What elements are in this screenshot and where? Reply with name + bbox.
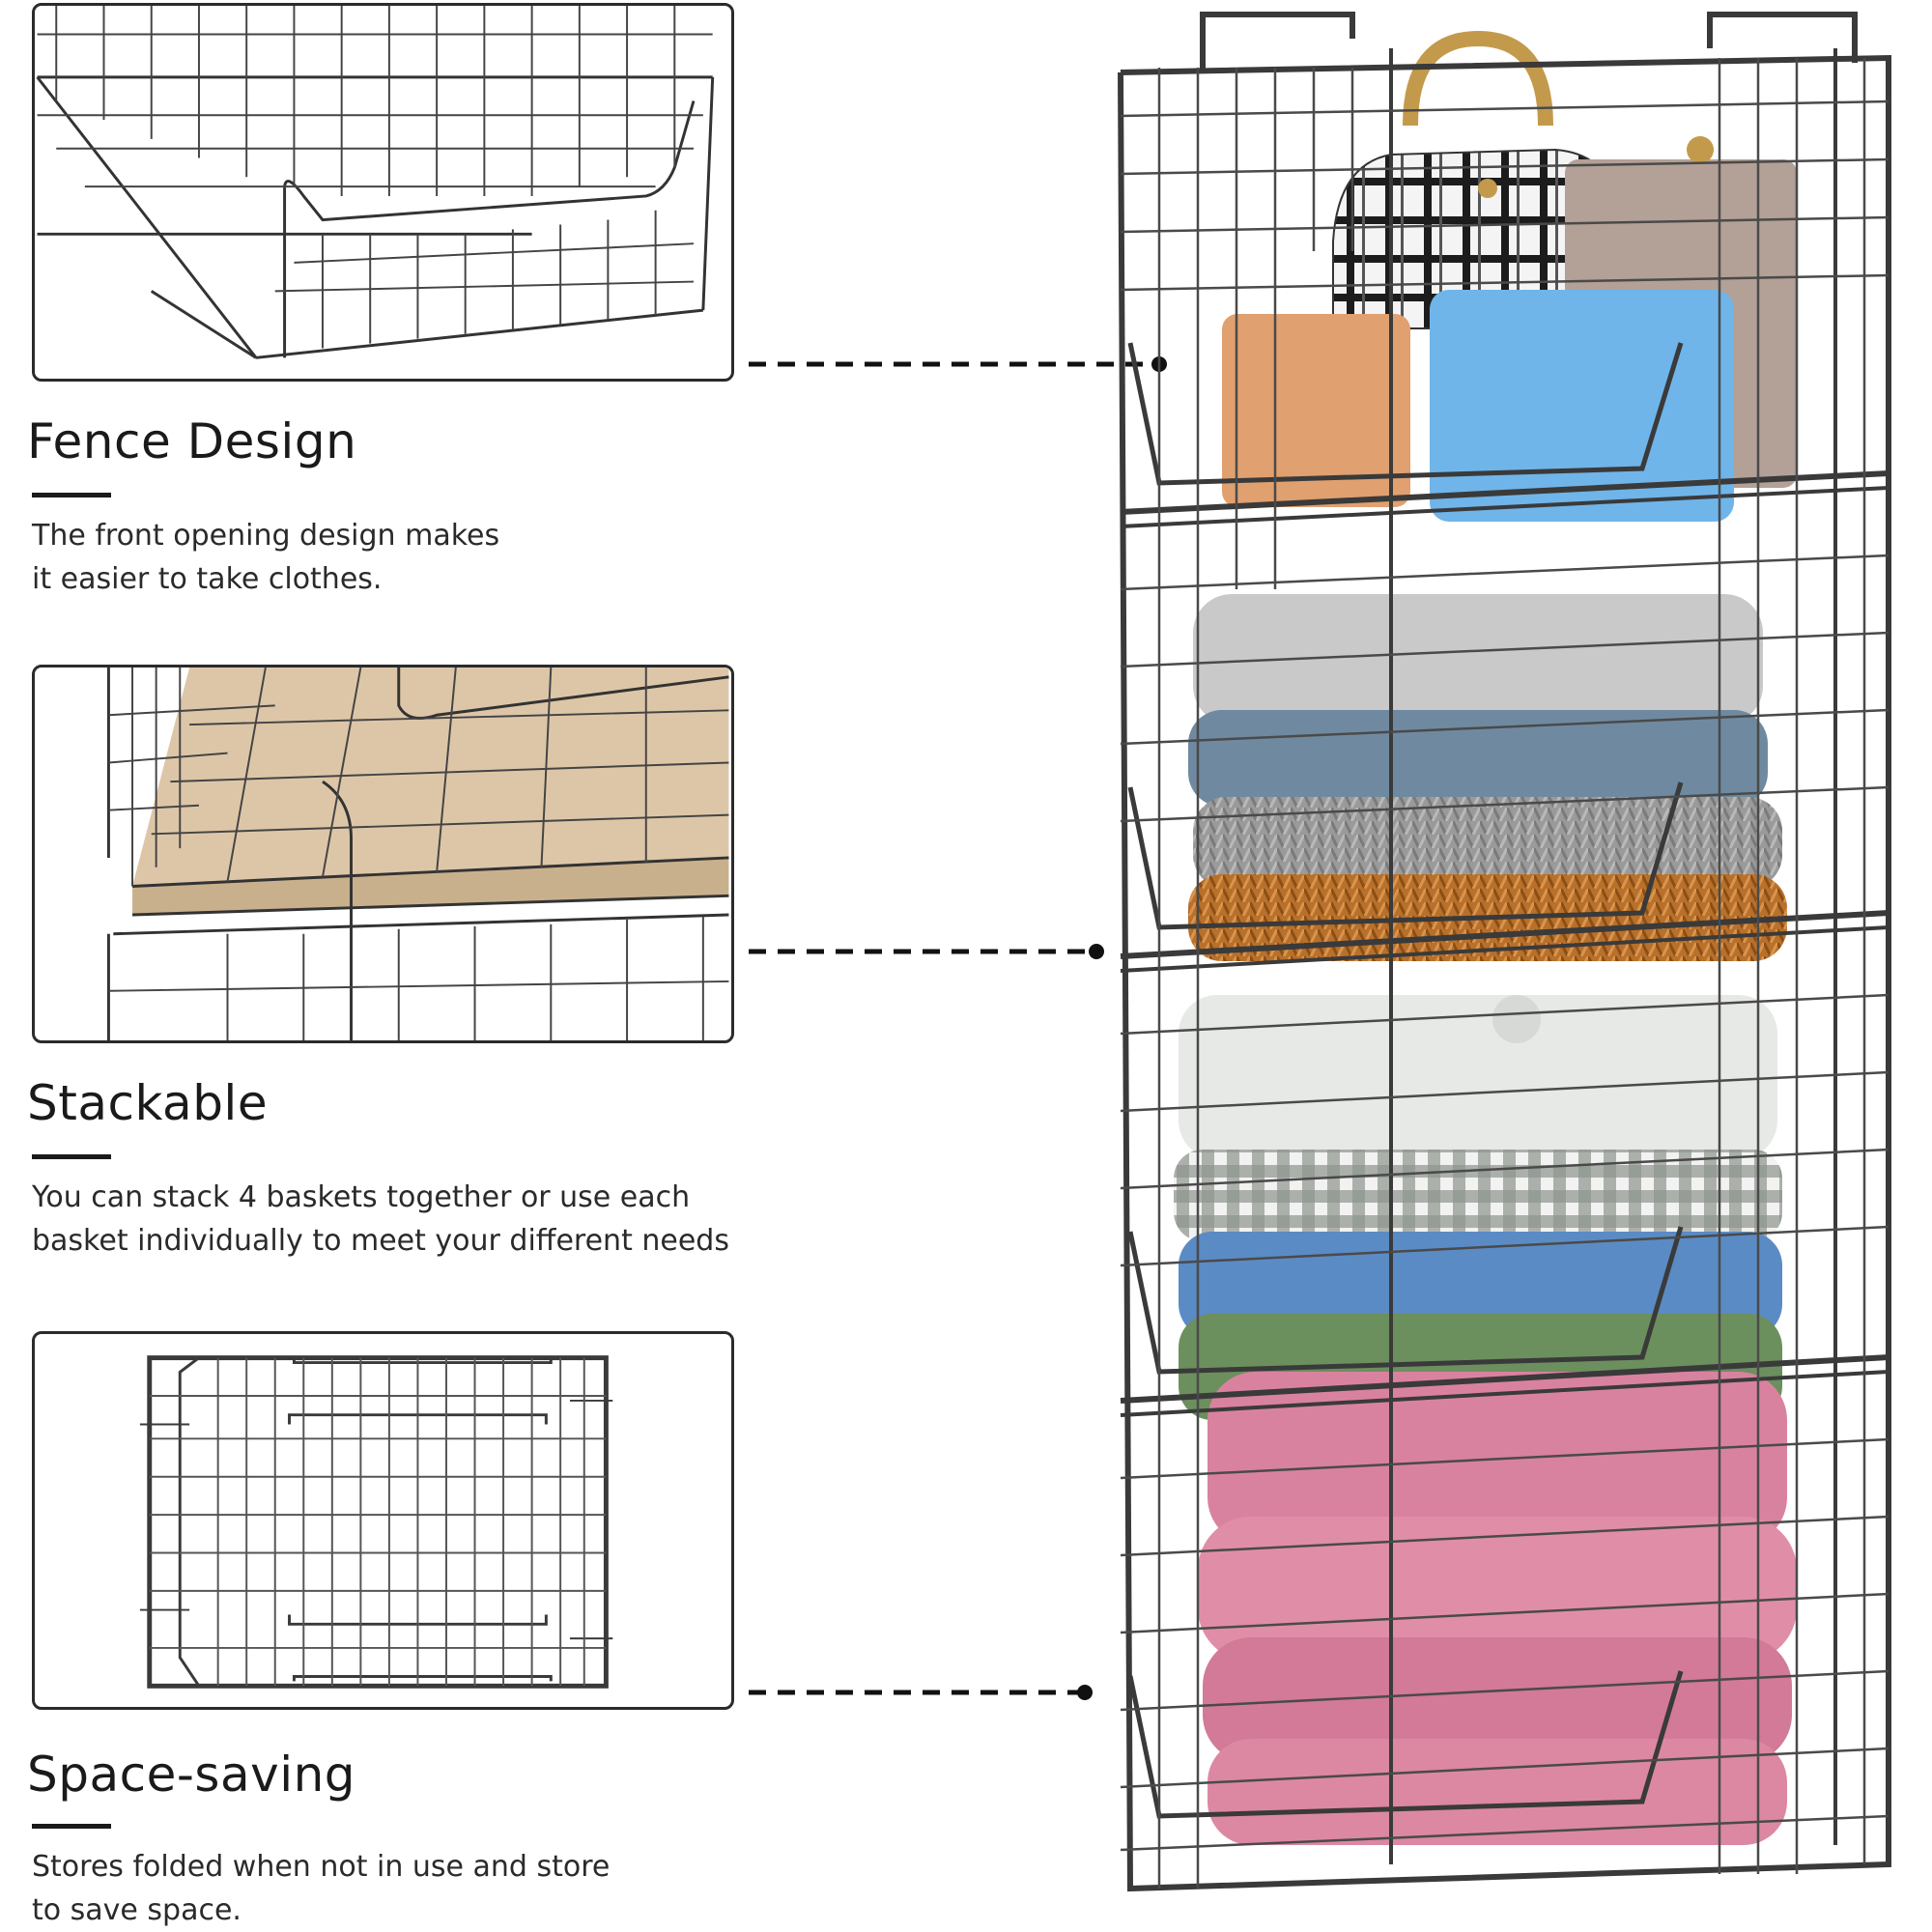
second-basket-contents: [1188, 594, 1787, 961]
wire-frames: [1118, 12, 1891, 1892]
feature-description-fence: The front opening design makes it easier…: [32, 514, 785, 601]
folded-basket-drawing: [139, 1355, 613, 1689]
feature-title-fence: Fence Design: [27, 413, 357, 469]
teal-sweater: [1188, 710, 1768, 807]
bottom-basket-contents: [1198, 1372, 1797, 1845]
striped-sweater: [1193, 797, 1782, 889]
description-line: The front opening design makes: [32, 519, 500, 553]
pink-towel: [1203, 1637, 1792, 1763]
description-line: basket individually to meet your differe…: [32, 1224, 729, 1258]
gingham-shirt: [1174, 1150, 1782, 1241]
feature-title-stackable: Stackable: [27, 1075, 269, 1131]
tan-bag: [1222, 314, 1410, 507]
stackable-closeup-drawing: [106, 668, 729, 1040]
blue-shirt: [1179, 1232, 1782, 1338]
pink-towel: [1198, 1517, 1797, 1662]
bag-handle: [1403, 30, 1553, 127]
title-underline-fence: [32, 493, 111, 497]
title-underline-space-saving: [32, 1824, 111, 1829]
description-line: to save space.: [32, 1893, 242, 1927]
description-line: Stores folded when not in use and store: [32, 1850, 611, 1884]
description-line: You can stack 4 baskets together or use …: [32, 1180, 691, 1214]
pink-towel: [1208, 1739, 1787, 1845]
fence-basket-closeup-drawing: [36, 6, 715, 359]
grey-sweater: [1193, 594, 1763, 724]
description-line: it easier to take clothes.: [32, 562, 383, 596]
feature-title-space-saving: Space-saving: [27, 1747, 356, 1803]
feature-description-stackable: You can stack 4 baskets together or use …: [32, 1176, 785, 1263]
stackable-image: [32, 665, 734, 1043]
third-basket-contents: [1174, 995, 1782, 1420]
fence-design-image: [32, 3, 734, 382]
wire-grid: [1120, 58, 1889, 1889]
stacked-wire-baskets-image: [1118, 12, 1891, 1892]
title-underline-stackable: [32, 1154, 111, 1159]
callout-dot: [1077, 1685, 1093, 1700]
top-basket-contents: [1222, 30, 1797, 522]
blue-bag: [1430, 290, 1734, 522]
feature-description-space-saving: Stores folded when not in use and store …: [32, 1845, 785, 1932]
space-saving-image: [32, 1331, 734, 1710]
white-shirt: [1179, 995, 1777, 1159]
